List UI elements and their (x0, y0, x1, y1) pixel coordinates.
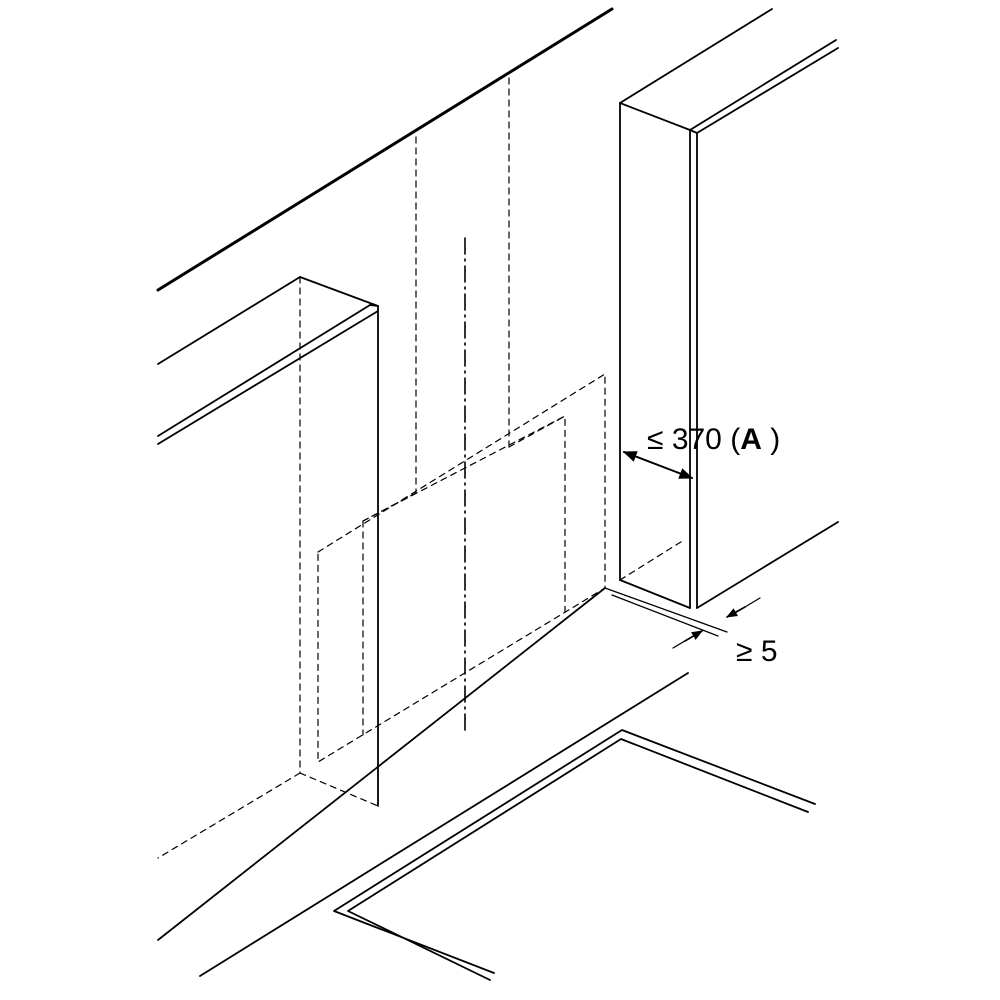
hood-hidden-outline (317, 373, 606, 763)
ceiling-edge (156, 7, 614, 292)
gap-value: 5 (761, 635, 778, 668)
gap-symbol: ≥ (736, 635, 752, 668)
depth-value: 370 (672, 423, 722, 456)
depth-ref-close: ) (770, 423, 780, 456)
depth-symbol: ≤ (647, 423, 663, 456)
worktop-edges (157, 587, 689, 977)
chimney-hidden-outline (362, 77, 566, 522)
right-cabinet (619, 8, 839, 609)
gap-arrow-lower (684, 630, 703, 642)
depth-label: ≤ 370 (A ) (647, 423, 780, 456)
left-cabinet-hidden-edges (157, 276, 379, 859)
hob-outline (333, 729, 816, 981)
right-cabinet-hidden-edge (619, 539, 685, 581)
depth-ref-letter: A (740, 423, 762, 456)
depth-ref-open: ( (730, 423, 740, 456)
gap-arrow-upper (726, 606, 746, 618)
gap-label: ≥ 5 (736, 635, 778, 668)
depth-dimension-arrow (622, 451, 694, 479)
left-cabinet (157, 276, 379, 807)
